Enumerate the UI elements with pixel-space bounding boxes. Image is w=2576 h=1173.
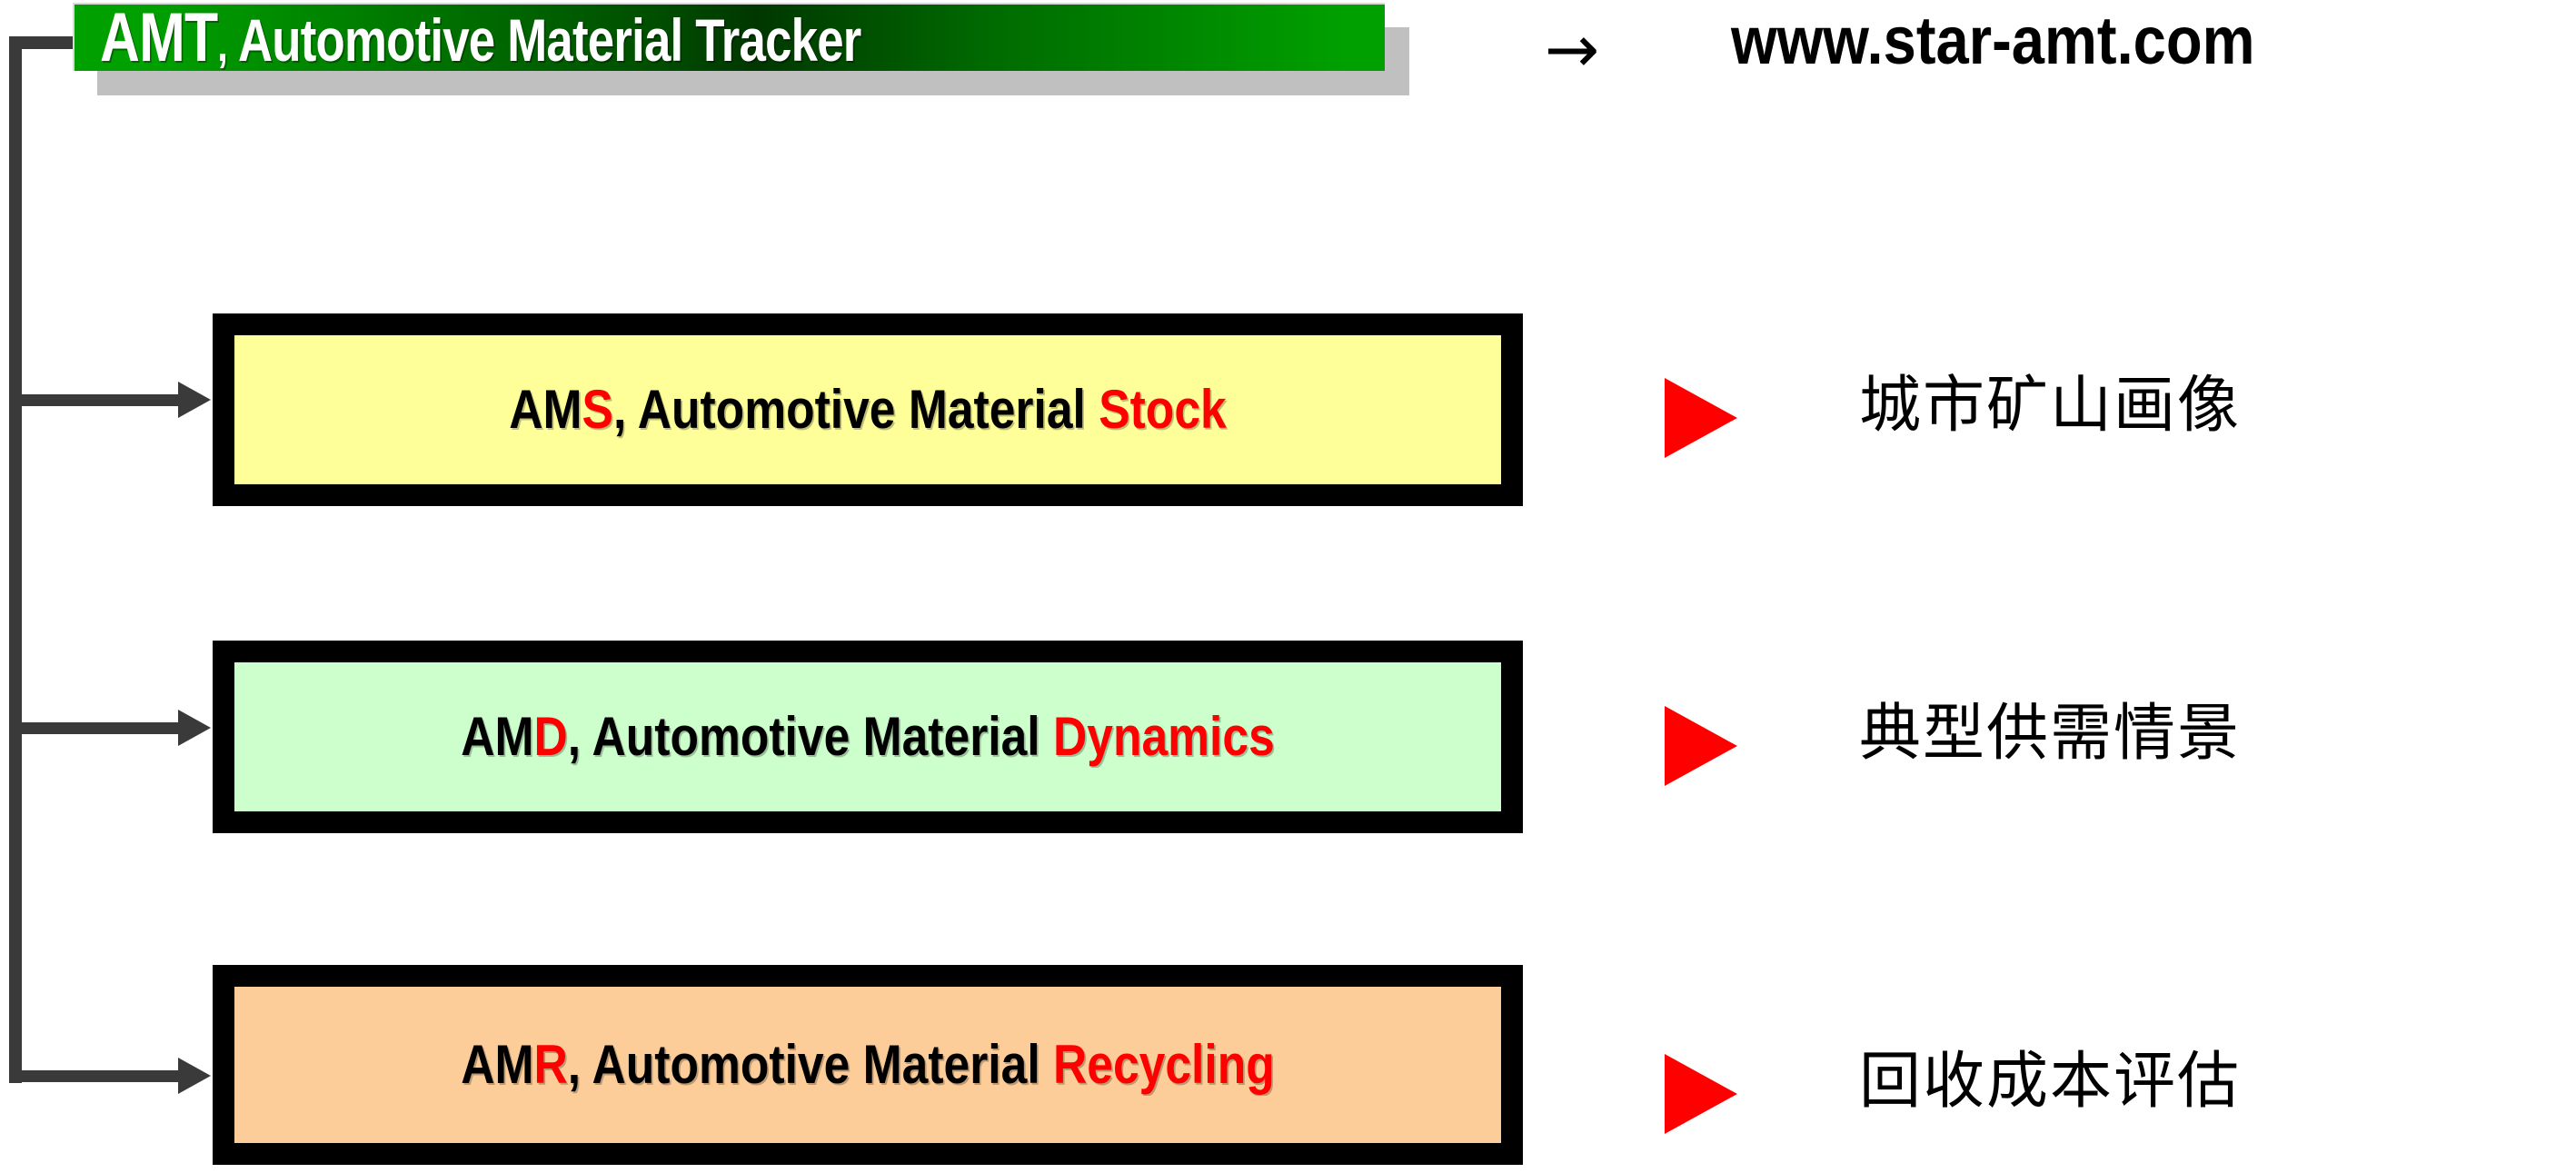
arrowhead-stock-icon [178,382,211,418]
row-dynamics: AMD, Automotive Material Dynamics [213,641,1523,833]
title-expansion: Automotive Material Tracker [227,5,861,74]
row-recycling: AMR, Automotive Material Recycling [213,965,1523,1165]
title-box[interactable]: AMT, Automotive Material Tracker [73,3,1385,74]
title-abbr: AMT [100,0,218,76]
card-recycling-abbr-plain: AM [461,1034,534,1095]
arrowhead-dynamics-icon [178,710,211,746]
title-comma: , [217,18,228,72]
cn-label-dynamics: 典型供需情景 [1859,698,2242,770]
play-triangle-dynamics-icon[interactable] [1665,706,1737,786]
card-stock[interactable]: AMS, Automotive Material Stock [213,313,1523,506]
card-dynamics[interactable]: AMD, Automotive Material Dynamics [213,641,1523,833]
card-recycling-label: AMR, Automotive Material Recycling [323,1038,1413,1092]
connector-branch-to-recycling [9,1070,191,1082]
card-recycling[interactable]: AMR, Automotive Material Recycling [213,965,1523,1165]
card-recycling-tail: Recycling [1052,1034,1275,1095]
website-url[interactable]: www.star-amt.com [1731,3,2255,78]
row-stock: AMS, Automotive Material Stock [213,313,1523,506]
card-stock-abbr-plain: AM [509,379,582,440]
card-dynamics-middle: , Automotive Material [567,706,1053,767]
card-stock-label: AMS, Automotive Material Stock [323,383,1413,437]
connector-branch-to-stock [9,394,191,406]
play-triangle-recycling-icon[interactable] [1665,1054,1737,1134]
connector-branch-to-dynamics [9,722,191,734]
card-stock-tail: Stock [1099,379,1227,440]
card-dynamics-abbr-highlight: D [533,706,568,767]
card-dynamics-tail: Dynamics [1052,706,1275,767]
card-dynamics-label: AMD, Automotive Material Dynamics [323,710,1413,764]
cn-label-stock: 城市矿山画像 [1859,370,2242,442]
cn-label-recycling: 回收成本评估 [1859,1046,2242,1118]
play-triangle-stock-icon[interactable] [1665,378,1737,458]
arrowhead-recycling-icon [178,1058,211,1094]
right-arrow-icon: → [1545,11,1600,87]
card-stock-abbr-highlight: S [582,379,613,440]
card-recycling-abbr-highlight: R [533,1034,568,1095]
card-stock-middle: , Automotive Material [612,379,1099,440]
page-title: AMT, Automotive Material Tracker [100,3,861,74]
card-recycling-middle: , Automotive Material [567,1034,1053,1095]
card-dynamics-abbr-plain: AM [461,706,534,767]
connector-trunk-vertical [9,36,22,1083]
